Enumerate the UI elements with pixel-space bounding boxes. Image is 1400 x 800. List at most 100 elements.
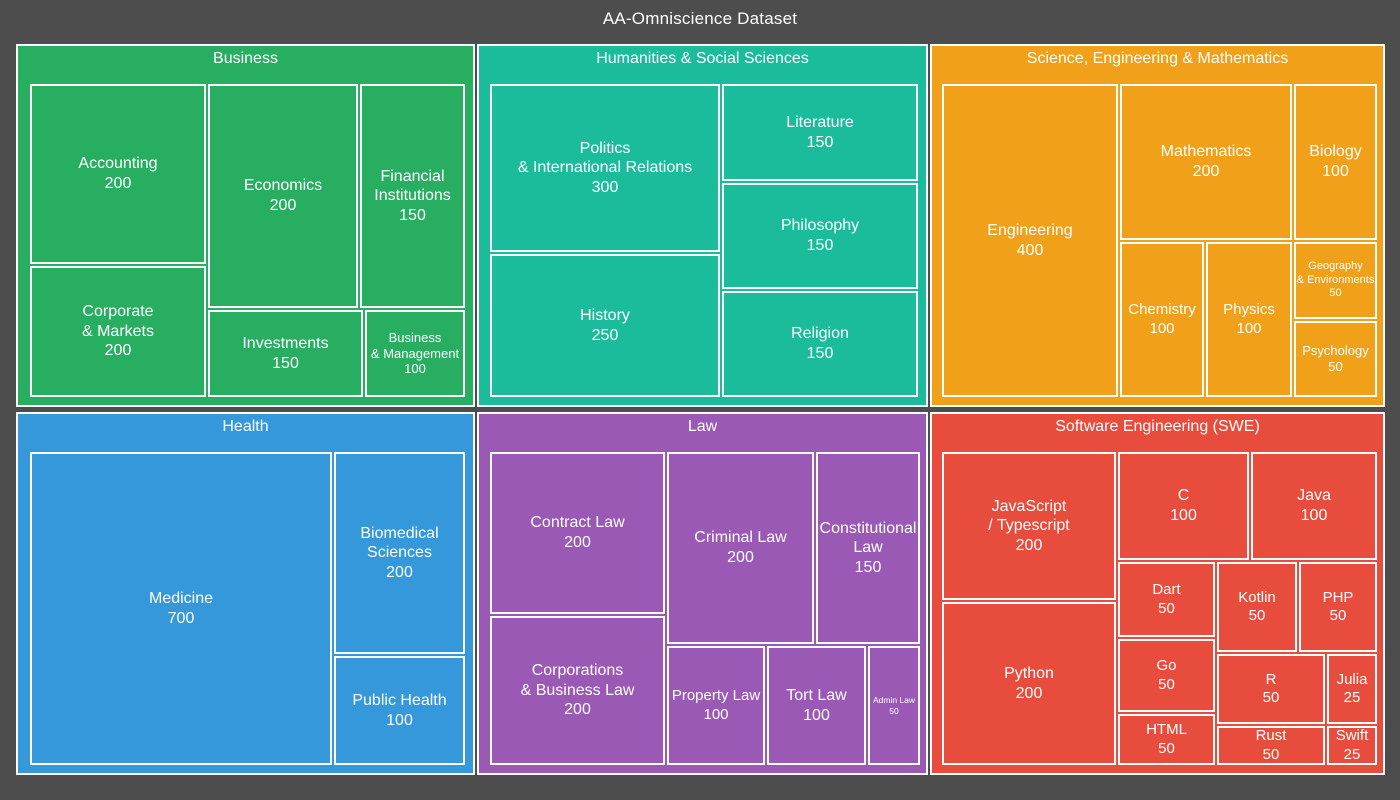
leaf-label: Biomedical Sciences bbox=[360, 524, 439, 562]
treemap-leaf[interactable]: Biology 100 bbox=[1294, 84, 1377, 240]
leaf-label: Julia bbox=[1336, 670, 1368, 688]
leaf-value: 100 bbox=[703, 705, 729, 723]
group-title-health: Health bbox=[222, 418, 269, 435]
treemap-leaf[interactable]: Criminal Law 200 bbox=[667, 452, 814, 644]
group-title-swe: Software Engineering (SWE) bbox=[1055, 418, 1260, 435]
leaf-value: 50 bbox=[1158, 599, 1175, 617]
leaf-label: C bbox=[1177, 487, 1190, 505]
leaf-label: Philosophy bbox=[780, 217, 860, 235]
group-title-business: Business bbox=[213, 50, 278, 67]
leaf-value: 100 bbox=[1300, 507, 1328, 524]
leaf-value: 200 bbox=[564, 534, 591, 551]
leaf-label: Admin Law bbox=[872, 695, 916, 706]
leaf-label: Dart bbox=[1152, 581, 1181, 599]
group-title-law: Law bbox=[687, 418, 718, 435]
leaf-value: 100 bbox=[1322, 163, 1349, 180]
leaf-value: 200 bbox=[386, 563, 413, 581]
leaf-value: 100 bbox=[1149, 319, 1175, 337]
leaf-label: Engineering bbox=[987, 221, 1073, 239]
leaf-value: 50 bbox=[1329, 287, 1342, 300]
leaf-value: 200 bbox=[727, 549, 754, 566]
leaf-value: 50 bbox=[1248, 607, 1266, 624]
leaf-value: 150 bbox=[399, 206, 426, 224]
treemap-leaf[interactable]: Literature 150 bbox=[722, 84, 918, 181]
leaf-label: Geography & Environments bbox=[1296, 260, 1375, 286]
leaf-value: 400 bbox=[1016, 241, 1044, 259]
treemap-group-swe[interactable]: Software Engineering (SWE) JavaScript / T… bbox=[930, 412, 1385, 775]
leaf-label: PHP bbox=[1322, 588, 1354, 606]
leaf-label: Literature bbox=[786, 113, 854, 131]
treemap-leaf[interactable]: Contract Law 200 bbox=[490, 452, 665, 614]
leaf-label: Biology bbox=[1309, 143, 1362, 161]
leaf-label: Contract Law bbox=[530, 514, 625, 532]
leaf-value: 50 bbox=[1158, 675, 1175, 693]
leaf-value: 150 bbox=[806, 345, 834, 362]
treemap-leaf[interactable]: Engineering 400 bbox=[942, 84, 1118, 397]
leaf-label: Criminal Law bbox=[694, 529, 787, 547]
treemap-leaf[interactable]: Religion 150 bbox=[722, 291, 918, 397]
group-title-humanities: Humanities & Social Sciences bbox=[596, 50, 809, 67]
leaf-value: 200 bbox=[1015, 684, 1043, 702]
leaf-label: Python bbox=[1004, 664, 1054, 682]
leaf-label: Medicine bbox=[148, 589, 214, 607]
leaf-label: Public Health bbox=[352, 691, 447, 709]
leaf-label: Property Law bbox=[671, 687, 761, 705]
group-title-science: Science, Engineering & Mathematics bbox=[1026, 50, 1289, 67]
leaf-label: Religion bbox=[791, 325, 849, 343]
leaf-label: Economics bbox=[243, 177, 323, 195]
leaf-value: 200 bbox=[1192, 163, 1220, 180]
leaf-value: 150 bbox=[806, 133, 834, 151]
leaf-value: 300 bbox=[591, 178, 619, 196]
leaf-label: Rust bbox=[1255, 727, 1287, 745]
leaf-label: Corporate & Markets bbox=[81, 303, 154, 340]
treemap-leaf[interactable]: Python 200 bbox=[942, 602, 1116, 765]
leaf-label: JavaScript / Typescript bbox=[988, 497, 1070, 535]
page-title: AA-Omniscience Dataset bbox=[602, 9, 798, 28]
leaf-label: Tort Law bbox=[786, 686, 847, 704]
leaf-value: 100 bbox=[1236, 319, 1262, 337]
leaf-label: Politics & International Relations bbox=[517, 139, 693, 177]
leaf-label: Swift bbox=[1335, 727, 1369, 745]
leaf-label: Go bbox=[1156, 657, 1177, 675]
leaf-label: R bbox=[1265, 670, 1277, 688]
